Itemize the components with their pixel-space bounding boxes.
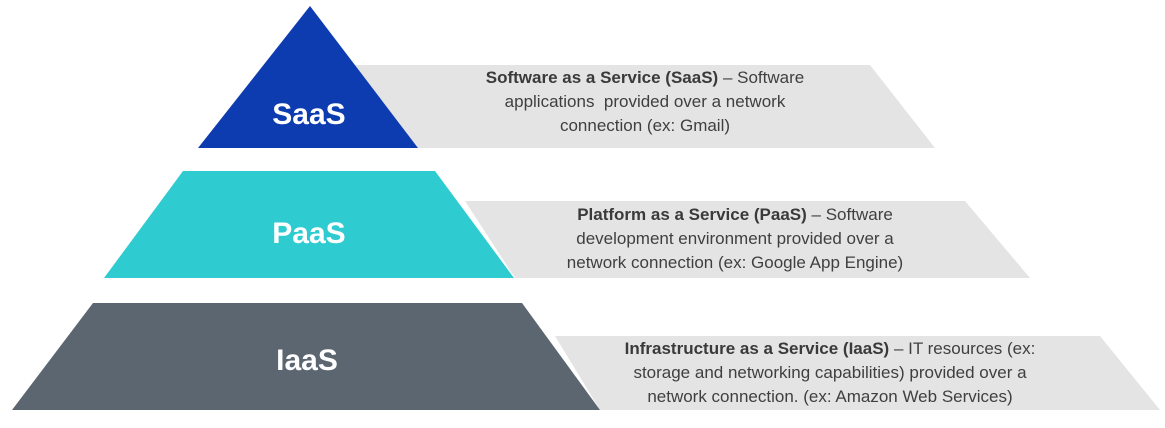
paas-line-1-text: Software [825,205,893,224]
iaas-separator: – [889,339,909,358]
saas-line-1-text: Software [737,68,805,87]
paas-layer-label: PaaS [272,217,345,250]
saas-layer-label: SaaS [272,98,345,131]
iaas-description-line-2: storage and networking capabilities) pro… [633,363,1027,382]
saas-description: Software as a Service (SaaS) – Software … [410,66,880,138]
saas-description-line-1: Software as a Service (SaaS) – Software [410,66,880,90]
paas-description-line-2: development environment provided over a [576,229,894,248]
saas-layer-shape [198,6,418,148]
iaas-term: Infrastructure as a Service (IaaS) [624,339,890,358]
paas-description-line-3: network connection (ex: Google App Engin… [566,253,904,272]
paas-description-band [465,201,1030,278]
saas-description-line-3: connection (ex: Gmail) [559,116,731,135]
iaas-description: Infrastructure as a Service (IaaS) – IT … [565,337,1095,409]
saas-separator: – [718,68,738,87]
iaas-description-line-3: network connection. (ex: Amazon Web Serv… [647,387,1013,406]
saas-description-band [355,65,935,148]
iaas-layer-shape [12,303,600,410]
paas-separator: – [806,205,826,224]
iaas-description-band [555,336,1160,410]
iaas-line-1-text: IT resources (ex: [908,339,1036,358]
iaas-description-line-1: Infrastructure as a Service (IaaS) – IT … [565,337,1095,361]
paas-term: Platform as a Service (PaaS) [577,205,807,224]
paas-layer-shape [104,171,514,278]
paas-description: Platform as a Service (PaaS) – Software … [500,203,970,275]
iaas-layer-label: IaaS [276,344,338,377]
saas-description-line-2: applications provided over a network [504,92,786,111]
paas-description-line-1: Platform as a Service (PaaS) – Software [500,203,970,227]
saas-term: Software as a Service (SaaS) [485,68,719,87]
